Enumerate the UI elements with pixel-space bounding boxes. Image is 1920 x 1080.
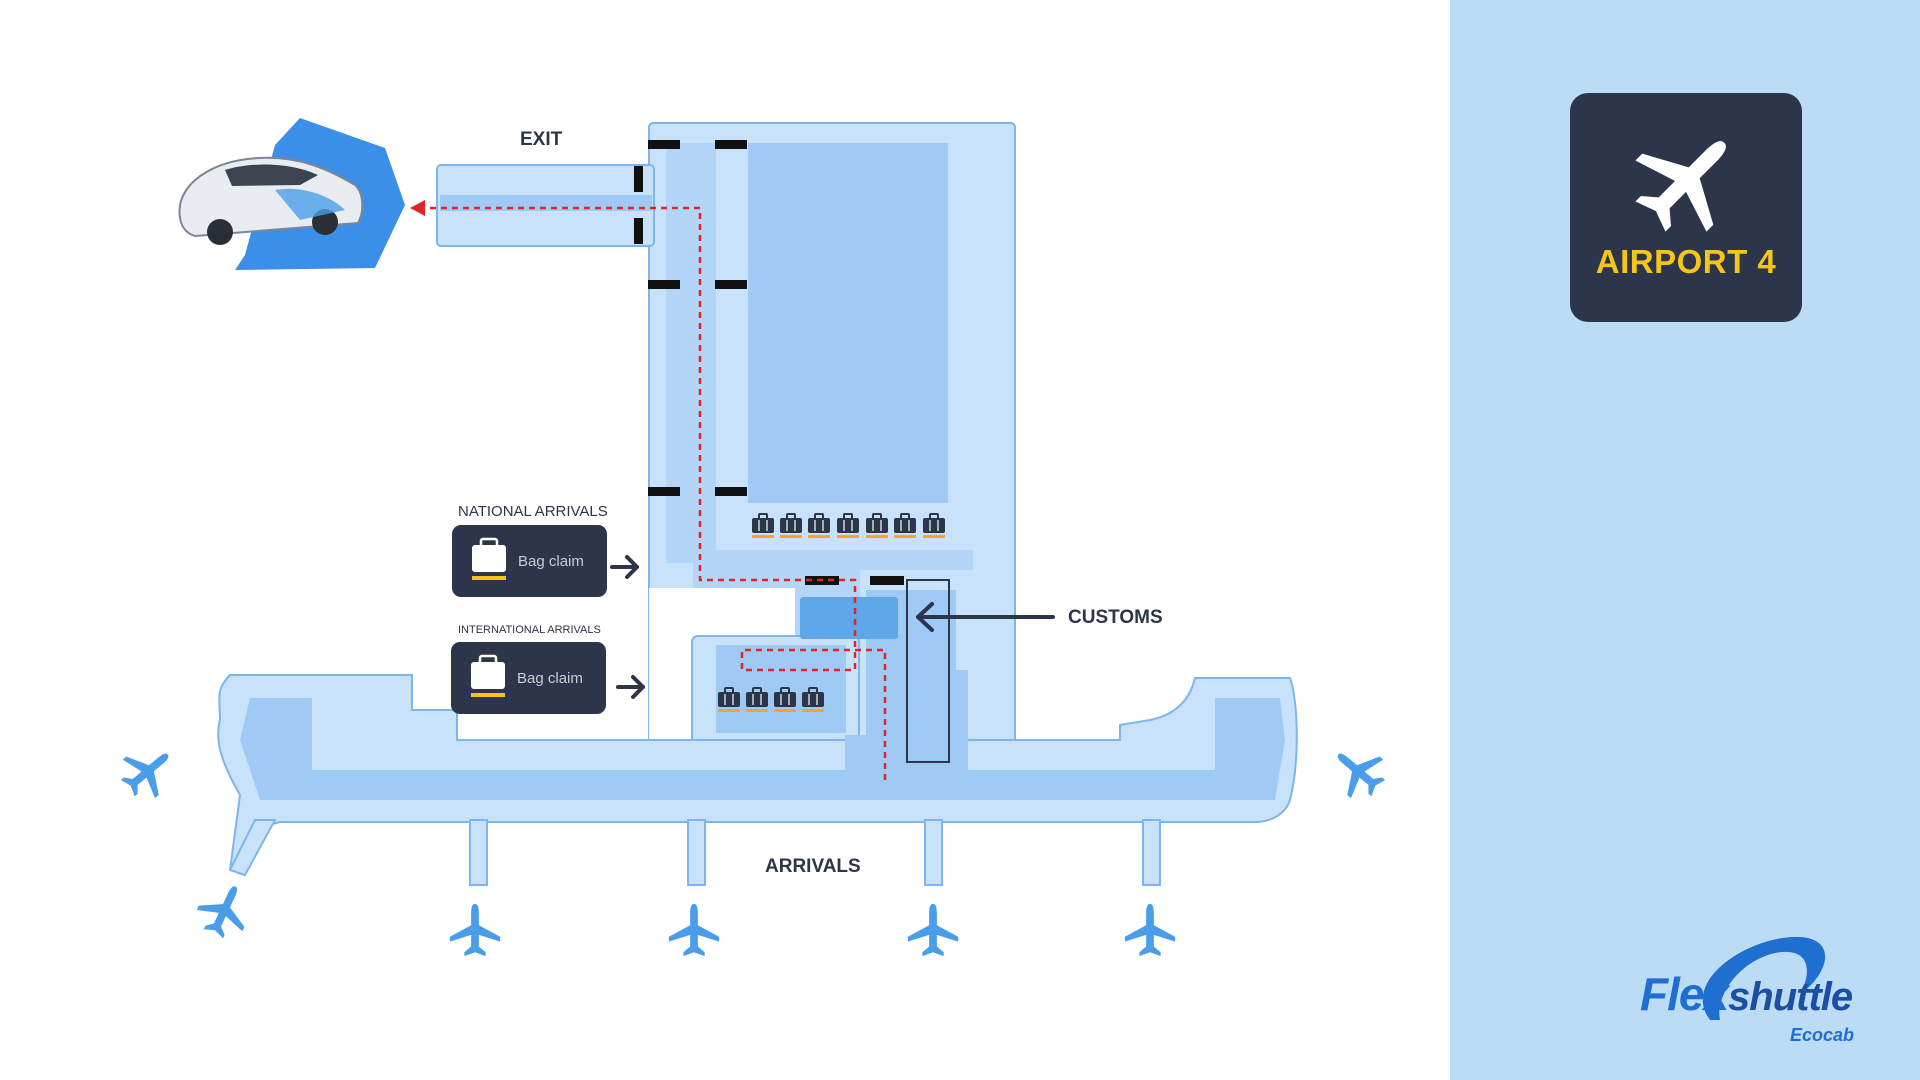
route-path bbox=[425, 206, 887, 780]
arrivals-label: ARRIVALS bbox=[765, 856, 861, 877]
airport-map: Bag claim Bag claim EXIT NATIONAL ARRIVA… bbox=[111, 118, 1395, 957]
national-arrivals-label: NATIONAL ARRIVALS bbox=[458, 503, 608, 520]
brand-name: Flexshuttle bbox=[1640, 967, 1853, 1021]
brand-name-tail: shuttle bbox=[1728, 975, 1853, 1019]
national-sign-text: Bag claim bbox=[518, 553, 584, 570]
exit-label: EXIT bbox=[520, 129, 563, 150]
international-sign-text: Bag claim bbox=[517, 670, 583, 687]
route-arrow-icon bbox=[410, 200, 425, 216]
concourse bbox=[217, 670, 1298, 886]
airport-card: AIRPORT 4 bbox=[1570, 93, 1802, 322]
taxi-pickup bbox=[178, 118, 405, 270]
brand-sub: Ecocab bbox=[1790, 1025, 1855, 1045]
international-bag-claim-sign: Bag claim bbox=[451, 642, 606, 714]
customs-label: CUSTOMS bbox=[1068, 607, 1163, 628]
arrow-icons bbox=[610, 555, 1055, 699]
national-bag-claim-sign: Bag claim bbox=[452, 525, 607, 597]
international-arrivals-label: INTERNATIONAL ARRIVALS bbox=[458, 624, 601, 636]
brand-name-main: Flex bbox=[1640, 968, 1729, 1020]
customs-desk bbox=[800, 597, 898, 639]
swoosh-icon bbox=[1702, 936, 1826, 1020]
customs-booth bbox=[906, 579, 950, 763]
side-panel: AIRPORT 4 Flexshuttle Ecocab bbox=[1450, 0, 1920, 1080]
airplane-icon bbox=[1635, 141, 1726, 232]
airport-title: AIRPORT 4 bbox=[1595, 243, 1777, 280]
flexshuttle-logo: Flexshuttle Ecocab bbox=[1640, 925, 1870, 1050]
